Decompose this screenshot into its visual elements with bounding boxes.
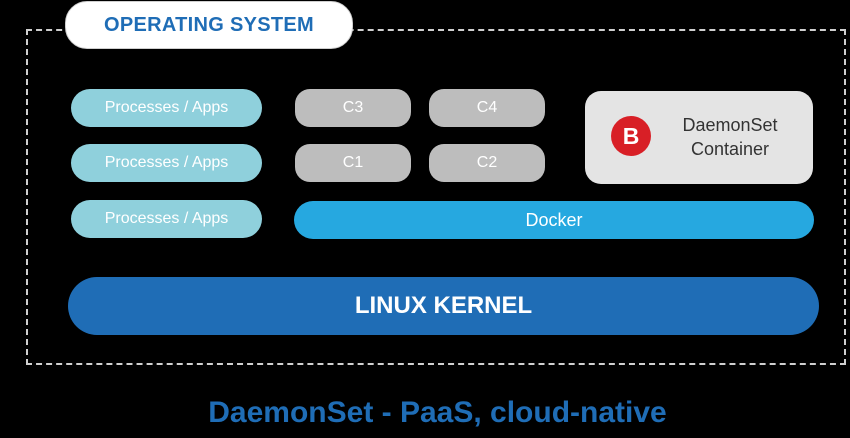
container-c2: C2	[429, 144, 545, 182]
container-c1: C1	[295, 144, 411, 182]
container-c4: C4	[429, 89, 545, 127]
container-c3: C3	[295, 89, 411, 127]
daemonset-container-box: B DaemonSet Container	[585, 91, 813, 184]
daemonset-container-label: DaemonSet Container	[665, 113, 795, 161]
linux-kernel-layer: LINUX KERNEL	[68, 277, 819, 335]
operating-system-label: OPERATING SYSTEM	[65, 1, 353, 49]
daemonset-label-line2: Container	[690, 139, 770, 159]
process-app-pill: Processes / Apps	[71, 200, 262, 238]
diagram-caption: DaemonSet - PaaS, cloud-native	[208, 396, 667, 429]
daemonset-label-line1: DaemonSet	[682, 115, 778, 135]
bitdefender-logo-icon: B	[611, 116, 651, 156]
docker-layer: Docker	[294, 201, 814, 239]
logo-letter: B	[623, 123, 640, 149]
process-app-pill: Processes / Apps	[71, 89, 262, 127]
process-app-pill: Processes / Apps	[71, 144, 262, 182]
operating-system-boundary	[26, 29, 846, 365]
